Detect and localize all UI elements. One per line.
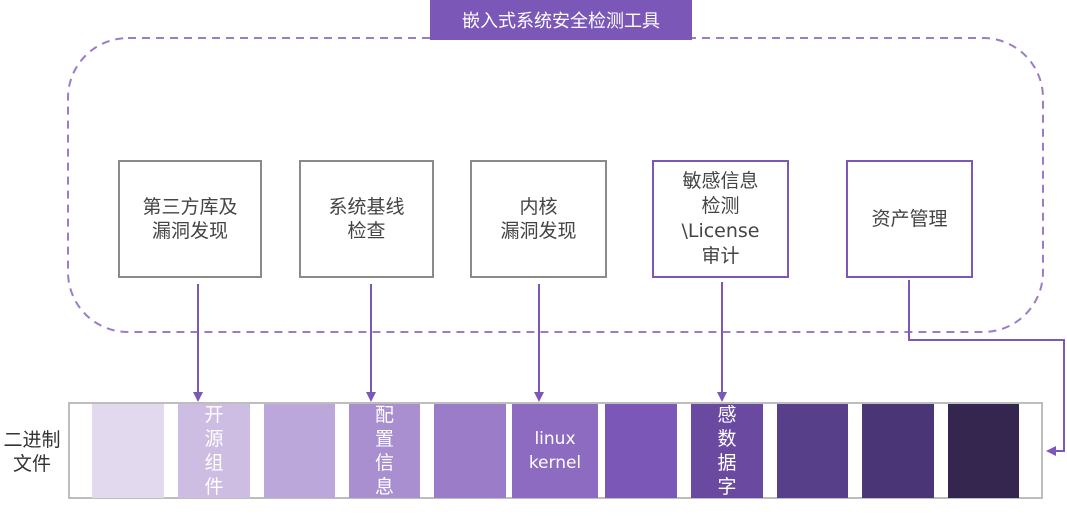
tool-sensitive-info-license: 敏感信息 检测 \License 审计 [652, 160, 789, 278]
segment-label: 感 数 据 字 [717, 404, 737, 498]
arrow-asset-management [908, 280, 1065, 456]
binary-segment [434, 404, 506, 498]
binary-segment [264, 404, 335, 498]
tool-asset-management: 资产管理 [846, 160, 973, 278]
segment-label: 配 置 信 息 [374, 404, 394, 498]
tool-label: 第三方库及 漏洞发现 [142, 196, 238, 242]
tool-label: 资产管理 [871, 208, 948, 230]
binary-segment [862, 404, 934, 498]
segment-label: linux kernel [528, 429, 582, 473]
binary-segment [948, 404, 1019, 498]
tool-baseline-check: 系统基线 检查 [299, 160, 434, 278]
binary-segment [605, 404, 677, 498]
tool-label: 系统基线 检查 [328, 196, 405, 242]
binary-segment-kernel: linux kernel [512, 404, 598, 498]
binary-segment [92, 404, 164, 498]
binary-segment-sensitive-data: 感 数 据 字 [691, 404, 763, 498]
segment-label: 开 源 组 件 [204, 404, 224, 498]
binary-file-label: 二进制 文件 [3, 429, 61, 475]
tool-label: 敏感信息 检测 \License 审计 [681, 170, 760, 267]
binary-segment-config: 配 置 信 息 [349, 404, 420, 498]
tool-label: 内核 漏洞发现 [500, 196, 577, 242]
tool-third-party-lib-vuln: 第三方库及 漏洞发现 [118, 160, 262, 278]
binary-segment [777, 404, 848, 498]
binary-segment-open-source: 开 源 组 件 [178, 404, 250, 498]
tool-kernel-vuln: 内核 漏洞发现 [470, 160, 607, 278]
diagram-title: 嵌入式系统安全检测工具 [430, 0, 692, 40]
